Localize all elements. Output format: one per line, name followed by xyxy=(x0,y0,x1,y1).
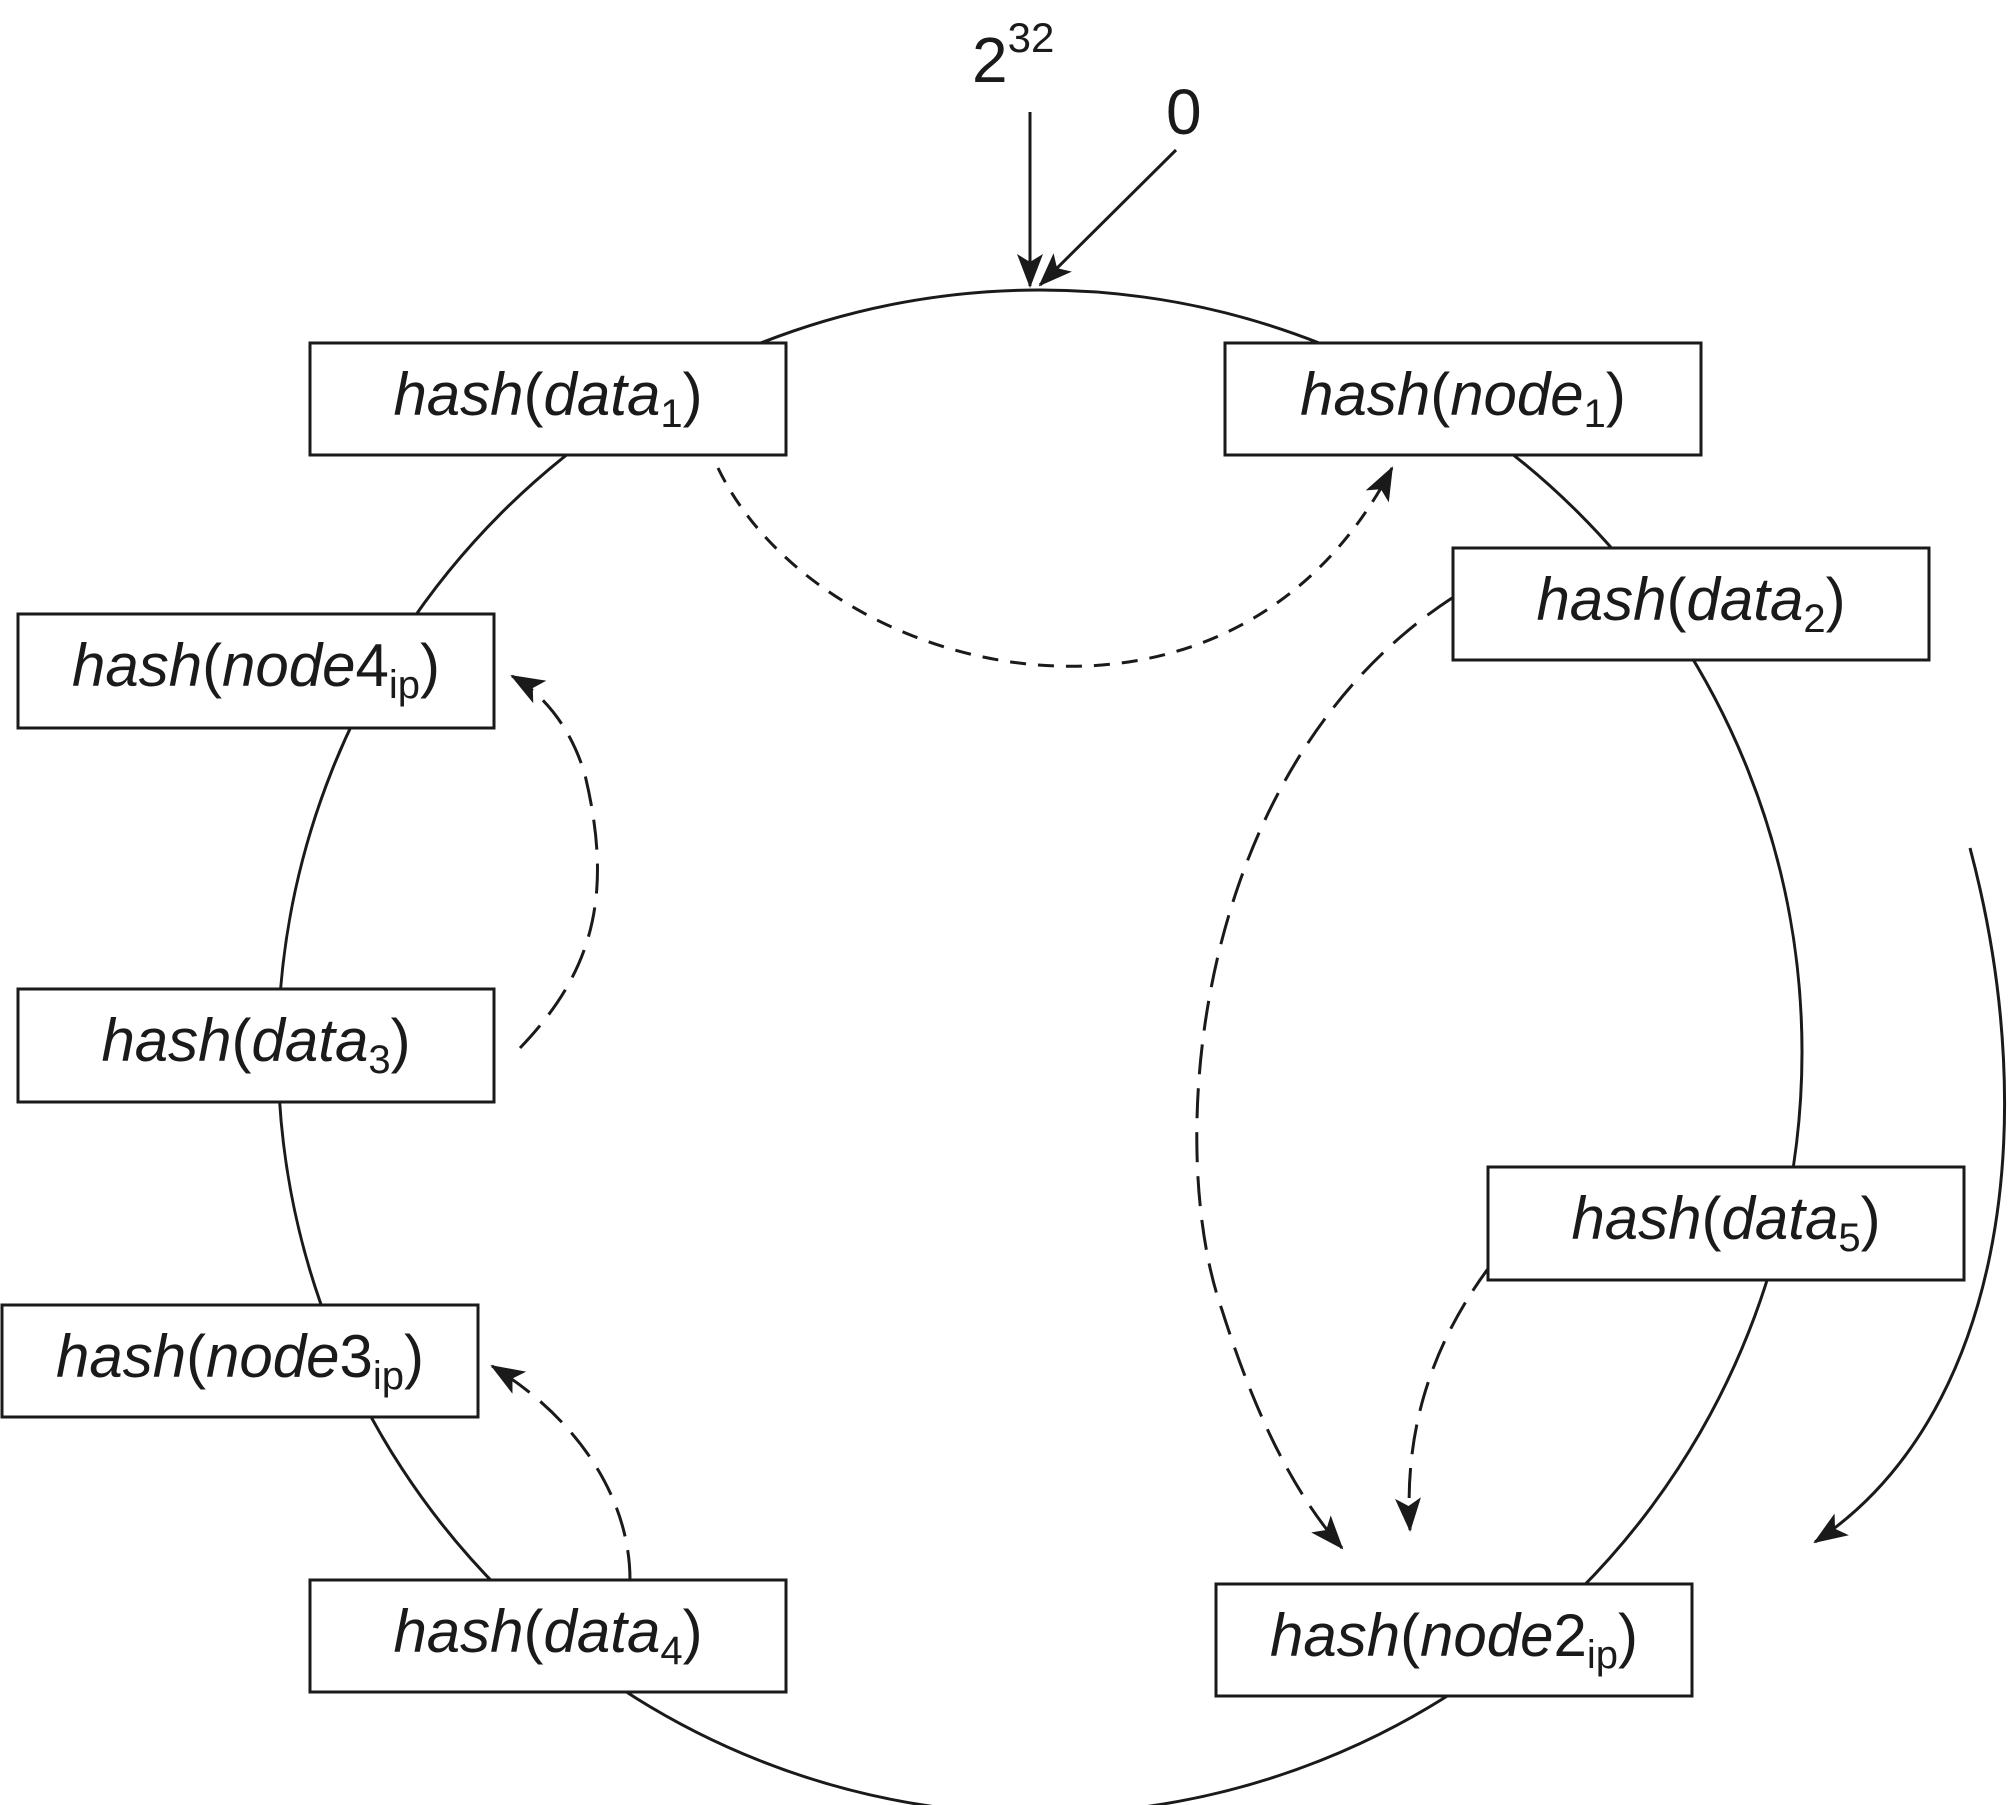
box-hash-node4-ip: hash(node4ip) xyxy=(16,612,496,730)
arrow-data4-to-node3 xyxy=(490,1364,632,1581)
box-hash-data2: hash(data2) xyxy=(1451,546,1931,662)
arrow-data2-to-node2 xyxy=(1195,596,1453,1550)
svg-text:hash(node2ip): hash(node2ip) xyxy=(1270,1602,1638,1677)
clockwise-direction-arrow xyxy=(1813,847,2007,1544)
svg-text:hash(data1): hash(data1) xyxy=(393,361,702,436)
svg-text:232: 232 xyxy=(972,14,1054,96)
box-hash-data4: hash(data4) xyxy=(308,1578,788,1694)
box-hash-node2-ip: hash(node2ip) xyxy=(1214,1582,1694,1698)
arrow-data5-to-node2 xyxy=(1395,1265,1492,1532)
ring-top-marker: 232 xyxy=(972,14,1054,288)
arrow-data1-to-node1 xyxy=(716,466,1394,668)
hash-ring xyxy=(276,288,1804,1805)
ring-zero-marker: 0 xyxy=(1038,76,1202,287)
top-marker-exponent: 32 xyxy=(1008,14,1055,61)
zero-label: 0 xyxy=(1166,76,1202,148)
arrow-data3-to-node4 xyxy=(510,674,599,1050)
svg-text:hash(data2): hash(data2) xyxy=(1536,566,1845,641)
box-hash-data5: hash(data5) xyxy=(1486,1165,1966,1282)
svg-text:hash(node1): hash(node1) xyxy=(1300,361,1626,436)
svg-text:hash(data3): hash(data3) xyxy=(101,1007,410,1082)
box-hash-data3: hash(data3) xyxy=(16,987,496,1104)
box-hash-data1: hash(data1) xyxy=(308,341,788,457)
svg-text:hash(node4ip): hash(node4ip) xyxy=(72,632,440,707)
top-marker-base: 2 xyxy=(972,24,1008,96)
svg-text:hash(node3ip): hash(node3ip) xyxy=(56,1323,424,1398)
box-hash-node3-ip: hash(node3ip) xyxy=(0,1303,480,1419)
box-hash-node1: hash(node1) xyxy=(1223,341,1703,457)
svg-text:hash(data4): hash(data4) xyxy=(393,1598,702,1673)
svg-text:hash(data5): hash(data5) xyxy=(1571,1185,1880,1260)
